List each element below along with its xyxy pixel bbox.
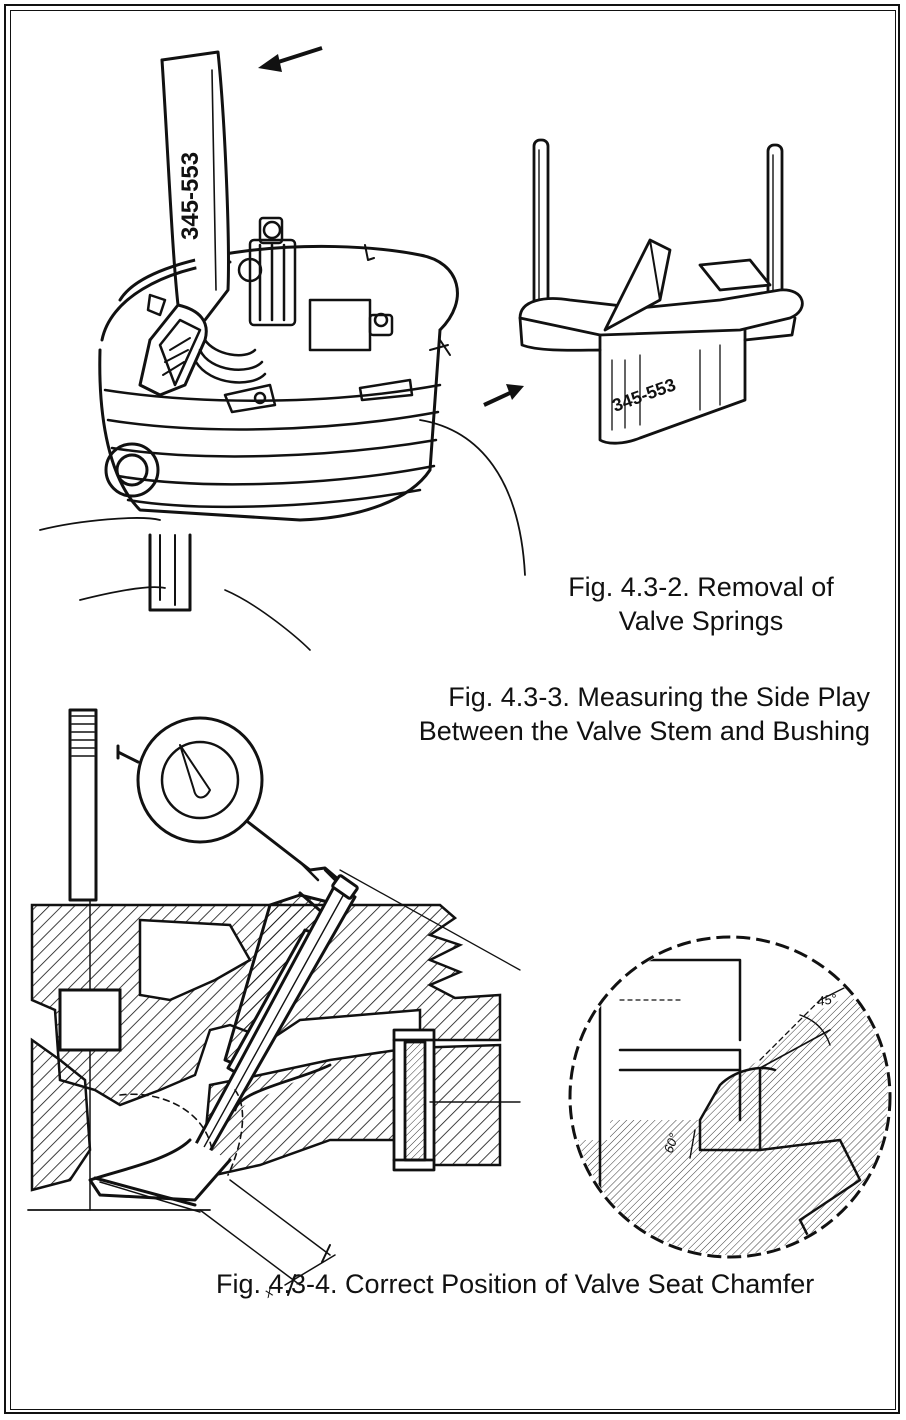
caption-line: Fig. 4.3-4. Correct Position of Valve Se… bbox=[216, 1269, 815, 1299]
valve-side-play-measurement-drawing: x bbox=[27, 708, 521, 1301]
angle-label-60: 60° bbox=[661, 1131, 682, 1155]
valve-seat-chamfer-detail-drawing: 45° 60° bbox=[568, 935, 892, 1259]
svg-text:345-553: 345-553 bbox=[177, 152, 204, 240]
dial-gauge-icon bbox=[116, 716, 521, 971]
caption-line: Fig. 4.3-2. Removal of bbox=[568, 572, 834, 602]
direction-arrow-icon bbox=[483, 384, 524, 407]
figure-caption-valve-springs: Fig. 4.3-2. Removal of Valve Springs bbox=[556, 570, 846, 638]
caption-line: Valve Springs bbox=[618, 606, 784, 636]
direction-arrow-icon bbox=[258, 46, 323, 72]
caption-line: Fig. 4.3-3. Measuring the Side Play bbox=[448, 682, 870, 712]
caption-line: Between the Valve Stem and Bushing bbox=[418, 716, 870, 746]
outer-page-border bbox=[4, 4, 900, 1414]
figure-caption-side-play: Fig. 4.3-3. Measuring the Side Play Betw… bbox=[376, 680, 870, 748]
inner-page-border bbox=[10, 10, 896, 1410]
valve-spring-removal-drawing: 345-553 345-553 bbox=[39, 46, 804, 651]
angle-label-45: 45° bbox=[816, 991, 838, 1009]
svg-text:345-553: 345-553 bbox=[610, 374, 679, 415]
figure-caption-seat-chamfer: Fig. 4.3-4. Correct Position of Valve Se… bbox=[216, 1267, 876, 1301]
